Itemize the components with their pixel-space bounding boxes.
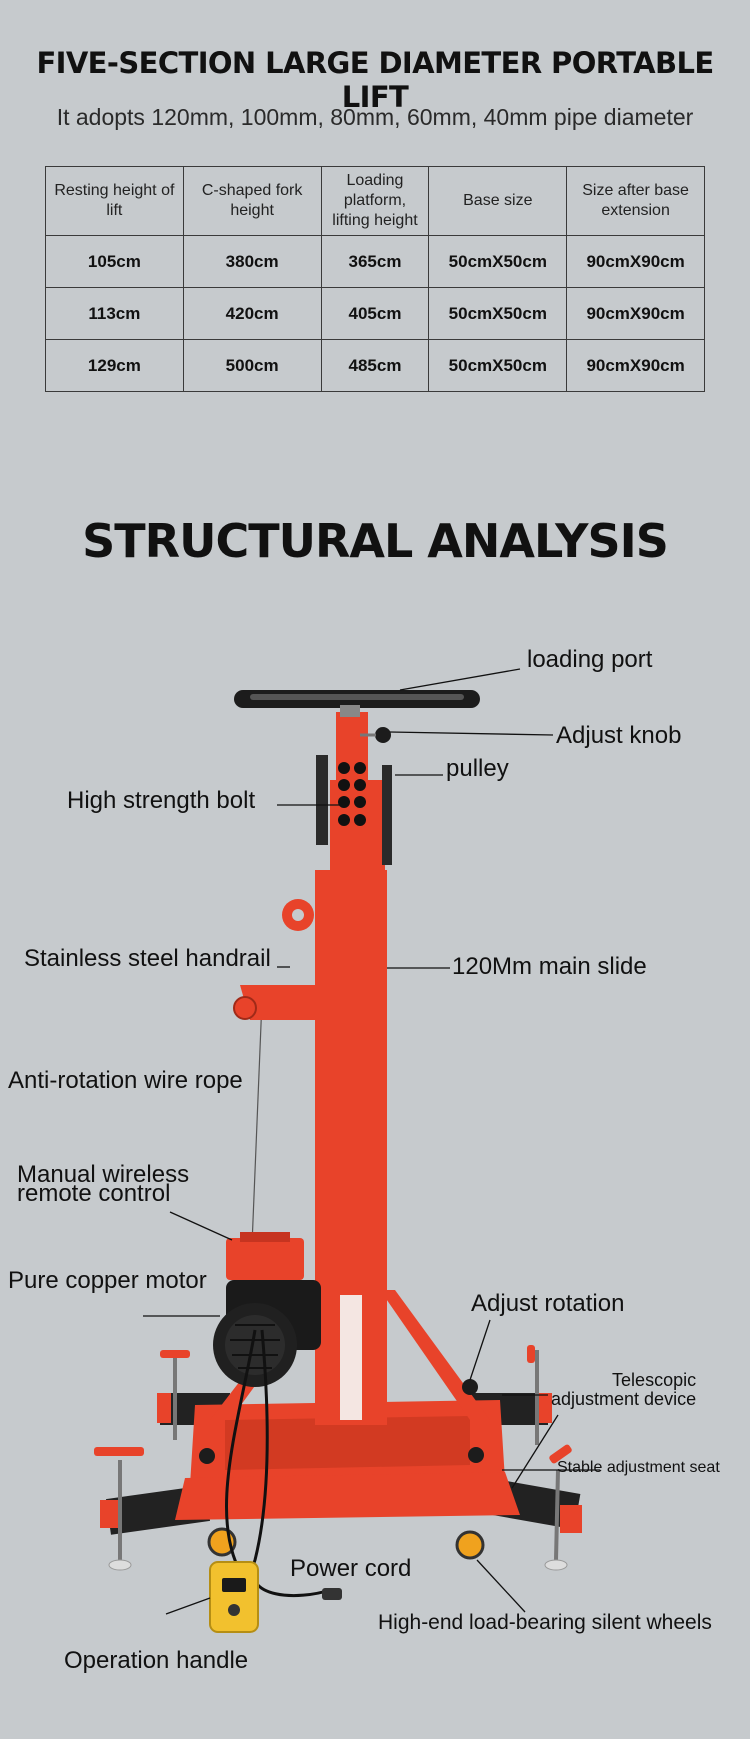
table-cell: 405cm — [320, 287, 430, 340]
telescopic-line1: Telescopic — [612, 1370, 697, 1390]
pulley-label: pulley — [446, 755, 509, 782]
leader-lines — [143, 668, 600, 1615]
table-cell: 90cmX90cm — [566, 287, 705, 340]
table-cell: 365cm — [320, 235, 430, 288]
adjust-knob-label: Adjust knob — [556, 722, 682, 749]
remote-control-label: Manual wireless remote control — [17, 1161, 190, 1207]
telescopic-line2: adjustment device — [551, 1389, 697, 1409]
remote-control-line2: remote control — [17, 1180, 171, 1207]
table-cell: 90cmX90cm — [566, 339, 705, 392]
adjust-rotation-label: Adjust rotation — [471, 1290, 625, 1317]
specs-table: Resting height of lift C-shaped fork hei… — [45, 166, 705, 392]
lift-illustration — [94, 668, 600, 1633]
table-cell: 90cmX90cm — [566, 235, 705, 288]
section-title: STRUCTURAL ANALYSIS — [82, 514, 669, 568]
power-cord — [224, 1329, 331, 1598]
loading-port-label: loading port — [527, 646, 653, 673]
table-cell: 105cm — [45, 235, 184, 288]
column-header: Base size — [428, 166, 568, 236]
operation-handle — [209, 1561, 259, 1633]
handrail-bracket — [233, 899, 318, 1020]
column-header: Loading platform, lifting height — [320, 166, 430, 236]
power-cord-label: Power cord — [290, 1555, 412, 1582]
motor — [213, 1232, 321, 1387]
table-cell: 113cm — [45, 287, 184, 340]
table-cell: 50cmX50cm — [428, 287, 568, 340]
table-cell: 380cm — [182, 235, 322, 288]
table-cell: 129cm — [45, 339, 184, 392]
table-cell: 50cmX50cm — [428, 235, 568, 288]
column-header: Resting height of lift — [45, 166, 184, 236]
main-column — [315, 712, 392, 1425]
column-header: Size after base extension — [566, 166, 705, 236]
table-header-row: Resting height of lift C-shaped fork hei… — [45, 166, 705, 236]
operation-handle-label: Operation handle — [64, 1647, 249, 1674]
page-subtitle: It adopts 120mm, 100mm, 80mm, 60mm, 40mm… — [56, 104, 694, 130]
anti-rotation-rope-label: Anti-rotation wire rope — [8, 1067, 243, 1094]
table-row: 105cm 380cm 365cm 50cmX50cm 90cmX90cm — [45, 235, 705, 288]
table-cell: 500cm — [182, 339, 322, 392]
column-header: C-shaped fork height — [182, 166, 322, 236]
stainless-handrail-label: Stainless steel handrail — [24, 945, 271, 972]
table-cell: 420cm — [182, 287, 322, 340]
silent-wheels-label: High-end load-bearing silent wheels — [378, 1611, 712, 1634]
table-row: 129cm 500cm 485cm 50cmX50cm 90cmX90cm — [45, 339, 705, 392]
loading-platform — [234, 690, 480, 743]
page-title: FIVE-SECTION LARGE DIAMETER PORTABLE LIF… — [36, 46, 714, 114]
telescopic-device-label: Telescopic adjustment device — [551, 1371, 696, 1409]
table-cell: 50cmX50cm — [428, 339, 568, 392]
table-row: 113cm 420cm 405cm 50cmX50cm 90cmX90cm — [45, 287, 705, 340]
stable-seat-label: Stable adjustment seat — [557, 1459, 720, 1476]
copper-motor-label: Pure copper motor — [8, 1267, 207, 1294]
table-cell: 485cm — [320, 339, 430, 392]
high-strength-bolt-label: High strength bolt — [67, 787, 256, 814]
remote-control-line1: Manual wireless — [17, 1161, 190, 1188]
main-slide-label: 120Mm main slide — [452, 953, 647, 980]
